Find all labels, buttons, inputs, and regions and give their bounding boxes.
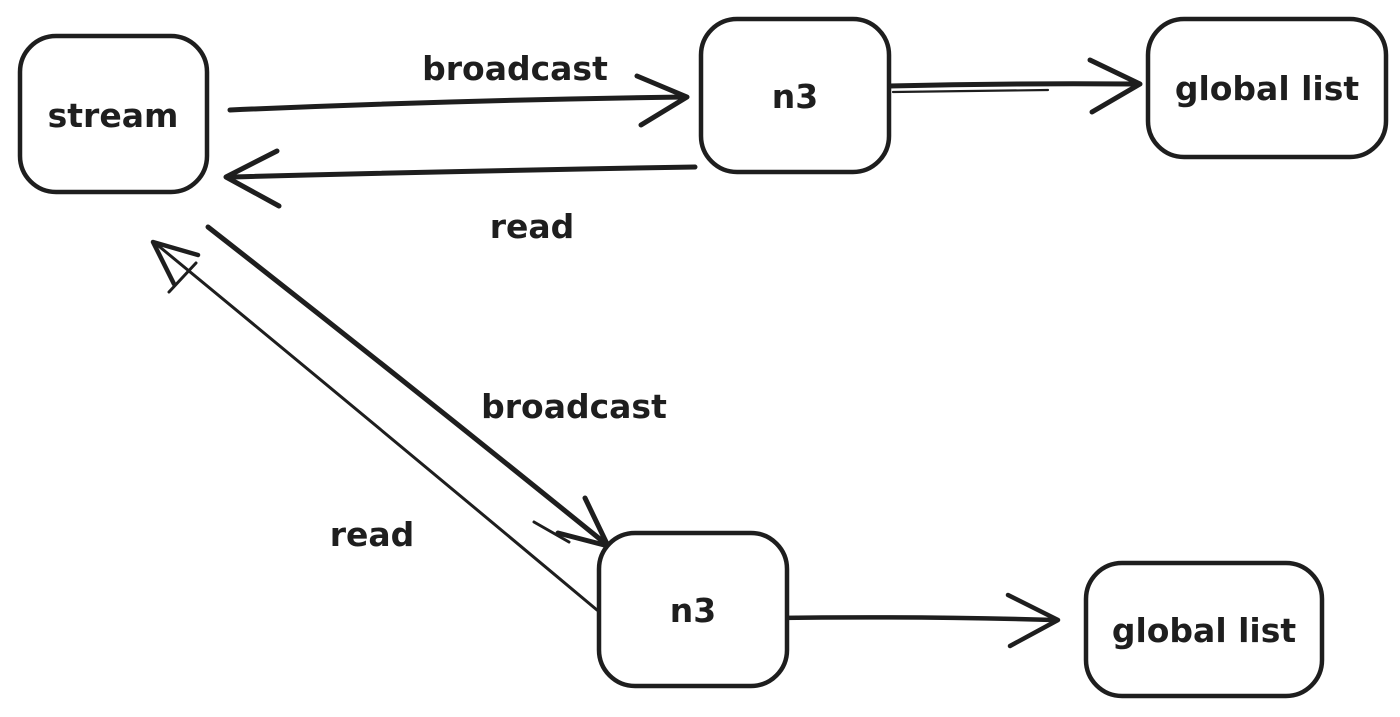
edge-n3-top-to-global-list-top	[885, 57, 1143, 115]
edge-n3-bottom-to-global-list-bottom	[770, 592, 1061, 649]
edge-label-read-diagonal: read	[330, 515, 415, 554]
edge-label-broadcast-top: broadcast	[422, 49, 608, 88]
edge-label-broadcast-diagonal: broadcast	[481, 387, 667, 426]
node-stream-box	[17, 33, 210, 195]
edge-stream-to-n3-top	[227, 73, 690, 128]
node-stream: stream	[17, 33, 210, 195]
edge-stream-to-n3-top-arrowhead	[634, 73, 690, 128]
node-global-list-top-label: global list	[1175, 69, 1360, 108]
node-global-list-bottom-label: global list	[1112, 611, 1297, 650]
node-n3-bottom: n3	[596, 530, 790, 689]
node-global-list-bottom: global list	[1083, 560, 1325, 699]
node-stream-label: stream	[48, 96, 179, 135]
edge-n3-bottom-to-stream-line	[153, 241, 599, 612]
edge-n3-bottom-to-stream-arrowhead-extra	[167, 261, 198, 294]
node-n3-bottom-label: n3	[670, 591, 716, 630]
edge-stream-to-n3-top-line	[227, 94, 687, 113]
node-n3-bottom-box	[596, 530, 790, 689]
edge-stream-to-n3-bottom-arrowhead-extra	[532, 520, 571, 544]
node-n3-top: n3	[698, 16, 892, 175]
edge-n3-top-to-stream	[223, 148, 698, 209]
edge-n3-top-to-global-list-top-line2	[891, 88, 1050, 94]
node-global-list-top-box	[1145, 16, 1389, 160]
edge-n3-bottom-to-global-list-bottom-arrowhead	[1005, 592, 1061, 649]
node-global-list-top: global list	[1145, 16, 1389, 160]
edge-n3-top-to-stream-arrowhead	[223, 148, 282, 209]
edge-n3-top-to-stream-line	[227, 164, 698, 180]
edge-stream-to-n3-bottom-line	[205, 224, 609, 547]
node-n3-top-box	[698, 16, 892, 175]
edge-n3-bottom-to-stream	[150, 239, 599, 612]
edge-n3-bottom-to-global-list-bottom-line	[770, 615, 1057, 623]
edge-n3-top-to-global-list-top-arrowhead	[1087, 57, 1143, 115]
node-global-list-bottom-box	[1083, 560, 1325, 699]
edge-label-read-top: read	[490, 207, 575, 246]
node-n3-top-label: n3	[772, 77, 818, 116]
edge-n3-bottom-to-stream-arrowhead	[150, 239, 201, 287]
edge-n3-top-to-global-list-top-line	[885, 81, 1139, 89]
